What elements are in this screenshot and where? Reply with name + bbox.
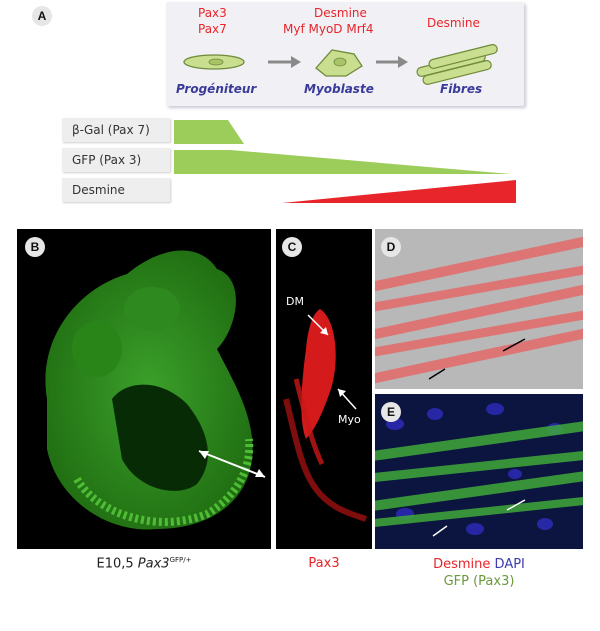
caption-desmine: Desmine xyxy=(433,557,491,572)
stage1-marker-2: Pax7 xyxy=(198,22,227,36)
stage1-marker-1: Pax3 xyxy=(198,6,227,20)
desmine-overlay-drawing xyxy=(375,229,583,389)
pax3-stain-drawing xyxy=(283,309,367,522)
arrow-icon xyxy=(398,56,408,68)
stage2-marker-2: Myf MyoD Mrf4 xyxy=(283,22,374,36)
stage1-name: Progéniteur xyxy=(176,82,257,96)
row-label-desmine: Desmine xyxy=(62,178,170,202)
arrow-icon xyxy=(291,56,301,68)
stage2-marker-1: Desmine xyxy=(314,6,367,20)
pax3-stain-image: C DM Myo xyxy=(276,229,372,549)
lineage-cells-drawing xyxy=(183,44,498,85)
desmine-dapi-gfp-image: E xyxy=(375,394,583,549)
embryo-drawing xyxy=(45,250,266,530)
label-dm: DM xyxy=(286,295,304,308)
panel-e-letter: E xyxy=(381,402,401,422)
desmine-dapi-gfp-drawing xyxy=(375,394,583,549)
pax7-expression-bar xyxy=(174,120,244,144)
desmine-overlay-image: D xyxy=(375,229,583,389)
pax3-expression-bar-top xyxy=(174,150,510,174)
panel-b-caption-prefix: E10,5 xyxy=(96,556,138,572)
panel-e-caption: Desmine DAPI GFP (Pax3) xyxy=(375,556,583,590)
stage3-name: Fibres xyxy=(440,82,483,96)
stage2-name: Myoblaste xyxy=(304,82,374,96)
panel-b-letter: B xyxy=(25,237,45,257)
panel-c-caption: Pax3 xyxy=(308,556,340,571)
fibres-cell-icon xyxy=(416,44,498,85)
panel-b-caption-gene: Pax3 xyxy=(137,556,170,572)
desmine-expression-bar xyxy=(282,180,516,203)
expression-bars xyxy=(174,120,516,203)
row-label-pax7: β-Gal (Pax 7) xyxy=(62,118,170,142)
panel-d-letter: D xyxy=(381,237,401,257)
stage3-marker-1: Desmine xyxy=(427,16,480,30)
embryo-image: B xyxy=(17,229,271,549)
panel-c-letter: C xyxy=(282,237,302,257)
row-label-pax3: GFP (Pax 3) xyxy=(62,148,170,172)
panel-b-caption: E10,5 Pax3GFP/+ xyxy=(17,556,271,571)
panel-a-letter: A xyxy=(32,6,52,26)
caption-gfp: GFP (Pax3) xyxy=(443,574,515,589)
label-myo: Myo xyxy=(338,413,361,426)
caption-dapi: DAPI xyxy=(494,557,525,572)
panel-b-caption-sup: GFP/+ xyxy=(169,556,192,564)
